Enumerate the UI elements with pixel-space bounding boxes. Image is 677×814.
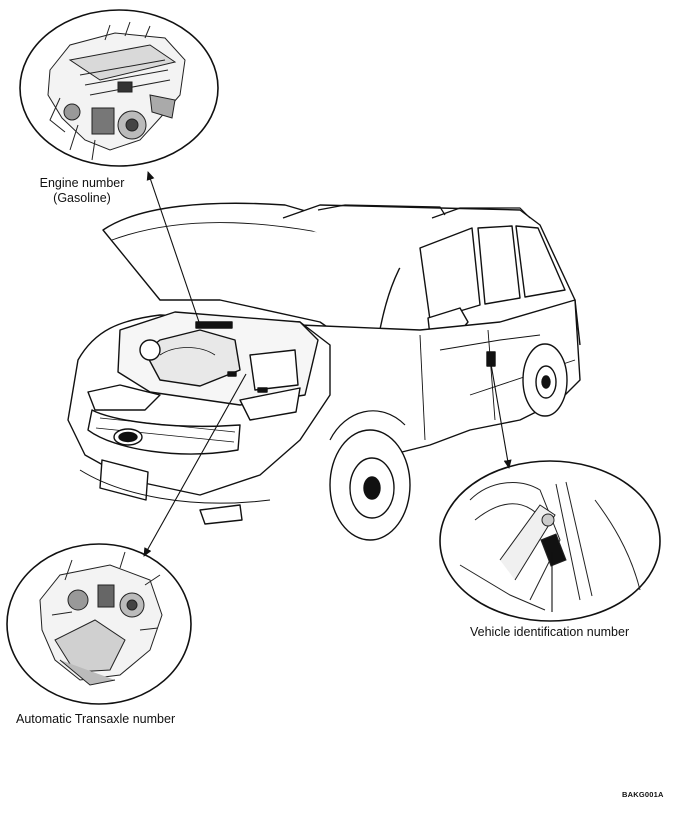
door-frame-illustration — [459, 481, 641, 611]
leader-lines — [143, 171, 553, 612]
vin-plate-marker — [486, 351, 496, 367]
vin-detail — [439, 460, 661, 622]
figure-code: BAKG001A — [622, 790, 664, 799]
transaxle-detail — [6, 543, 192, 705]
engine-number-label-line1: Engine number — [39, 176, 125, 190]
engine-detail — [19, 9, 219, 167]
transaxle-number-label: Automatic Transaxle number — [16, 712, 176, 726]
minivan-illustration — [67, 202, 581, 541]
transaxle-arrow — [143, 373, 247, 557]
engine-number-label: Engine number (Gasoline) — [22, 176, 142, 206]
vin-label: Vehicle identification number — [470, 625, 630, 639]
engine-arrow — [146, 171, 201, 326]
vin-arrow — [490, 363, 512, 469]
transaxle-illustration — [39, 551, 163, 686]
engine-number-marker — [195, 321, 233, 329]
engine-illustration — [47, 21, 186, 161]
engine-number-label-line2: (Gasoline) — [53, 191, 111, 205]
